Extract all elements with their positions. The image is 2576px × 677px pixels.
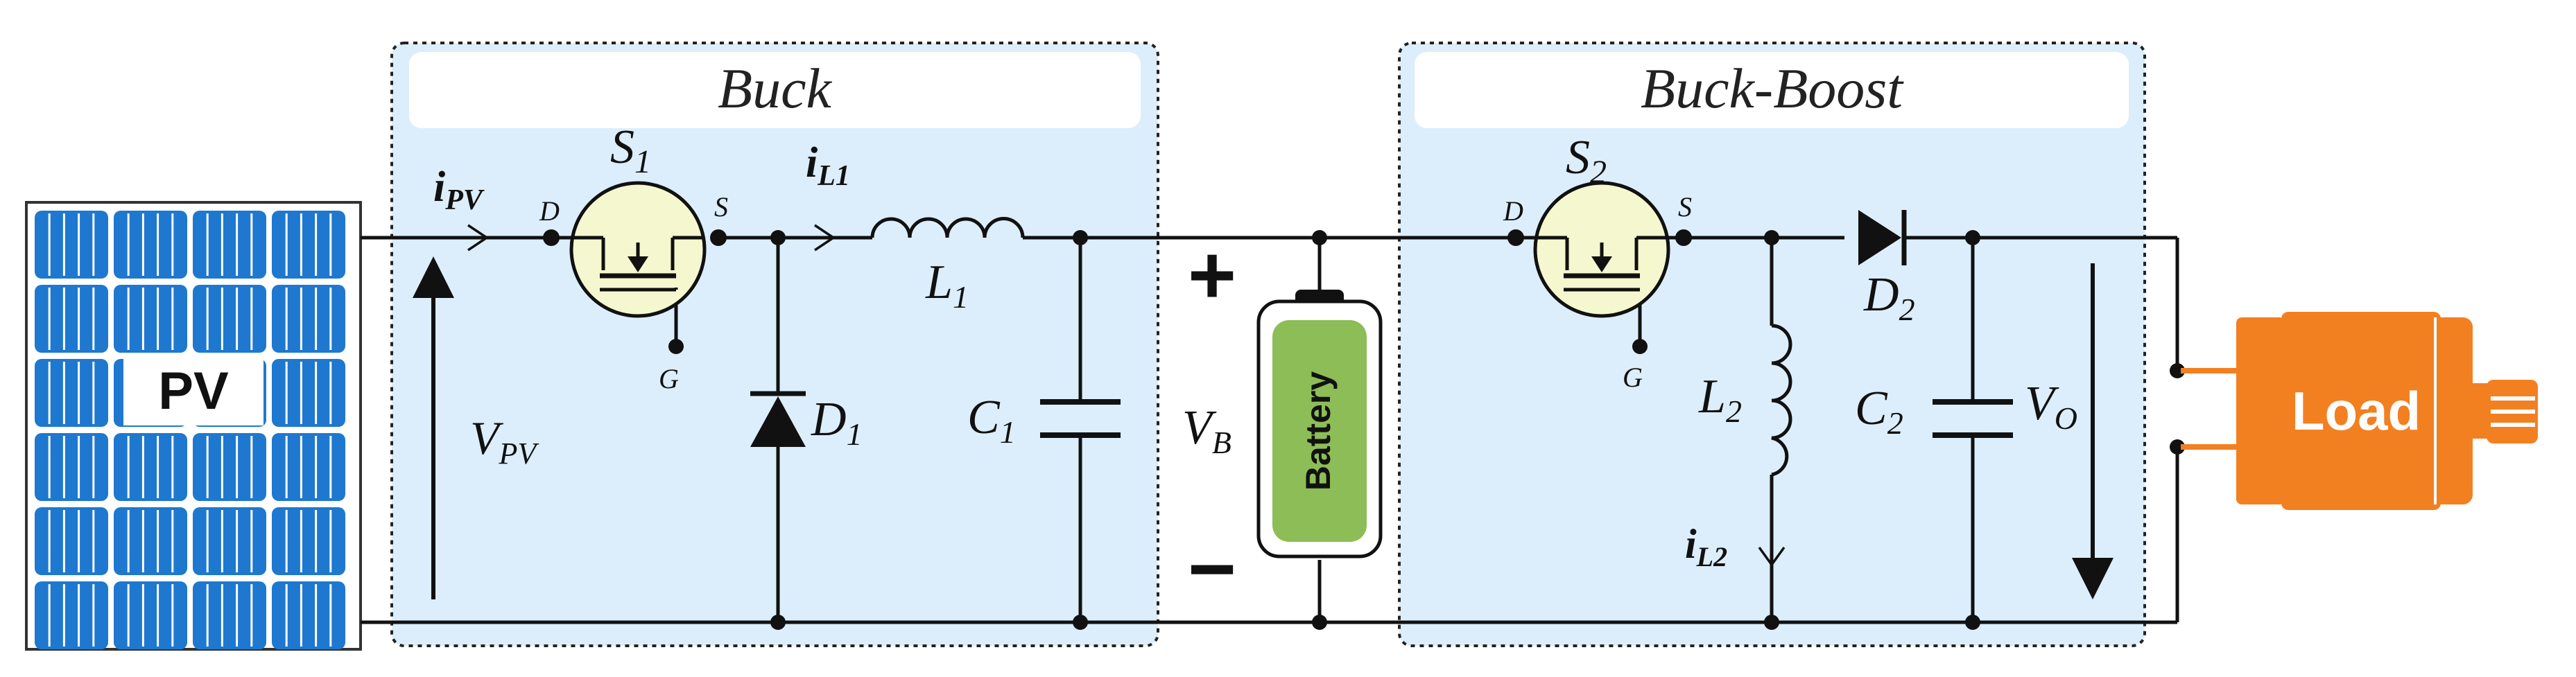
pv-cell [193, 285, 266, 353]
pv-cell [272, 433, 345, 501]
pv-voltage-label: VPV [470, 412, 539, 471]
pv-label: PV [158, 362, 229, 421]
pv-cell [193, 581, 266, 649]
pv-cell [114, 581, 187, 649]
pv-cell [193, 211, 266, 279]
pv-cell [35, 359, 108, 427]
pv-current-label: iPV [433, 164, 485, 216]
pv-cell [35, 507, 108, 575]
pv-cell [193, 433, 266, 501]
battery-minus: − [1188, 522, 1236, 615]
diode-icon [750, 391, 806, 447]
s1-pin-g: G [659, 363, 679, 394]
mosfet-icon [543, 181, 727, 318]
buck-boost-title: Buck-Boost [1641, 57, 1904, 120]
pv-cell [35, 285, 108, 353]
pv-cell [114, 433, 187, 501]
junction-dots [668, 230, 2185, 630]
buck-title: Buck [718, 57, 832, 120]
battery-icon: Battery [1256, 290, 1383, 559]
pv-cell [272, 507, 345, 575]
vb-label: VB [1182, 401, 1231, 460]
pv-cell [35, 433, 108, 501]
pv-panel-icon: PV [25, 201, 362, 651]
buck-panel: Buck [390, 42, 1159, 647]
load-motor-icon: Load [2181, 312, 2538, 510]
vo-label: VO [2025, 377, 2077, 436]
s1-label: S1 [610, 121, 651, 180]
s2-pin-g: G [1623, 362, 1643, 393]
capacitor-icon [1040, 399, 1121, 438]
s2-pin-d: D [1503, 195, 1523, 227]
s1-pin-d: D [539, 195, 560, 227]
circuit-wires [361, 236, 2240, 624]
pv-current-arrow [467, 224, 490, 252]
pv-cell [272, 211, 345, 279]
s2-label: S2 [1566, 131, 1607, 191]
pv-cell [35, 211, 108, 279]
diode-icon [1858, 210, 1907, 265]
load-label: Load [2292, 380, 2421, 441]
pv-cell [114, 507, 187, 575]
pv-cell [272, 581, 345, 649]
s1-pin-s: S [714, 191, 728, 222]
battery-plus: + [1188, 229, 1236, 322]
c1-label: C1 [967, 391, 1016, 450]
il2-label: iL2 [1685, 521, 1727, 572]
inductor-icon [1771, 324, 1792, 477]
pv-cell [272, 285, 345, 353]
pv-cell [114, 285, 187, 353]
pv-cell [193, 507, 266, 575]
capacitor-icon [1933, 399, 2013, 438]
d2-label: D2 [1863, 268, 1915, 327]
c2-label: C2 [1855, 382, 1903, 441]
l2-label: L2 [1698, 370, 1742, 429]
il2-current-arrow [1758, 546, 1786, 567]
l1-label: L1 [925, 256, 969, 315]
il1-current-arrow [814, 224, 836, 252]
pv-cell [35, 581, 108, 649]
inductor-icon [870, 217, 1025, 238]
s2-pin-s: S [1678, 191, 1692, 222]
d1-label: D1 [811, 393, 863, 452]
mosfet-icon [1507, 181, 1772, 318]
pv-cell [114, 211, 187, 279]
battery-label: Battery [1299, 371, 1338, 491]
il1-label: iL1 [806, 139, 850, 192]
pv-cell [272, 359, 345, 427]
